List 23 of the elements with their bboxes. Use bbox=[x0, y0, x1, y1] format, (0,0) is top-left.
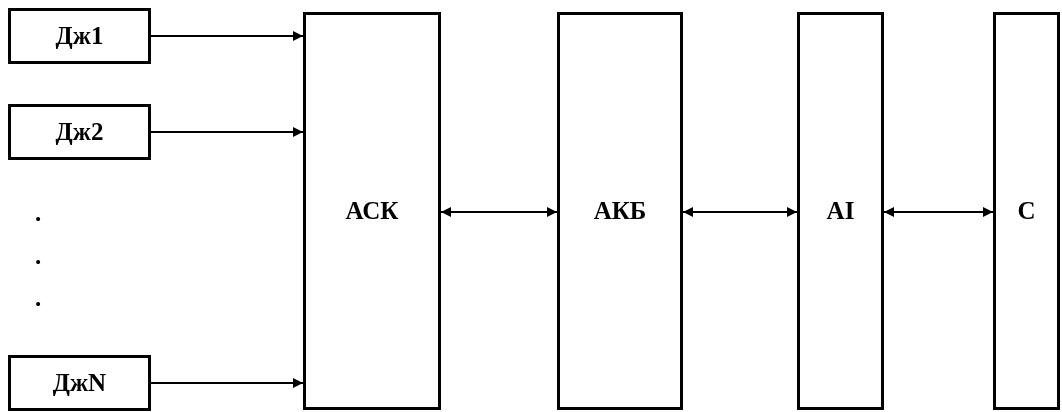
arrow bbox=[150, 378, 304, 388]
block-box bbox=[8, 8, 151, 64]
block-box bbox=[993, 12, 1060, 410]
arrow bbox=[440, 207, 558, 217]
block-label: Дж2 bbox=[55, 118, 104, 146]
ellipsis-dot: . bbox=[35, 200, 42, 225]
ellipsis-dot: . bbox=[35, 243, 42, 268]
block-label: АСК bbox=[345, 197, 399, 225]
block-label: Дж1 bbox=[55, 22, 104, 50]
block-label: AI bbox=[826, 197, 855, 225]
block-box bbox=[557, 12, 683, 410]
arrow bbox=[150, 31, 304, 41]
arrow bbox=[682, 207, 798, 217]
block-label: АКБ bbox=[593, 197, 647, 225]
block-label: ДжN bbox=[52, 369, 107, 397]
block-box bbox=[303, 12, 441, 410]
block-box bbox=[797, 12, 884, 410]
arrow bbox=[883, 207, 994, 217]
ellipsis-dot: . bbox=[35, 285, 42, 310]
block-box bbox=[8, 104, 151, 160]
arrow bbox=[150, 127, 304, 137]
block-box bbox=[8, 355, 151, 411]
block-label: C bbox=[1017, 197, 1036, 225]
